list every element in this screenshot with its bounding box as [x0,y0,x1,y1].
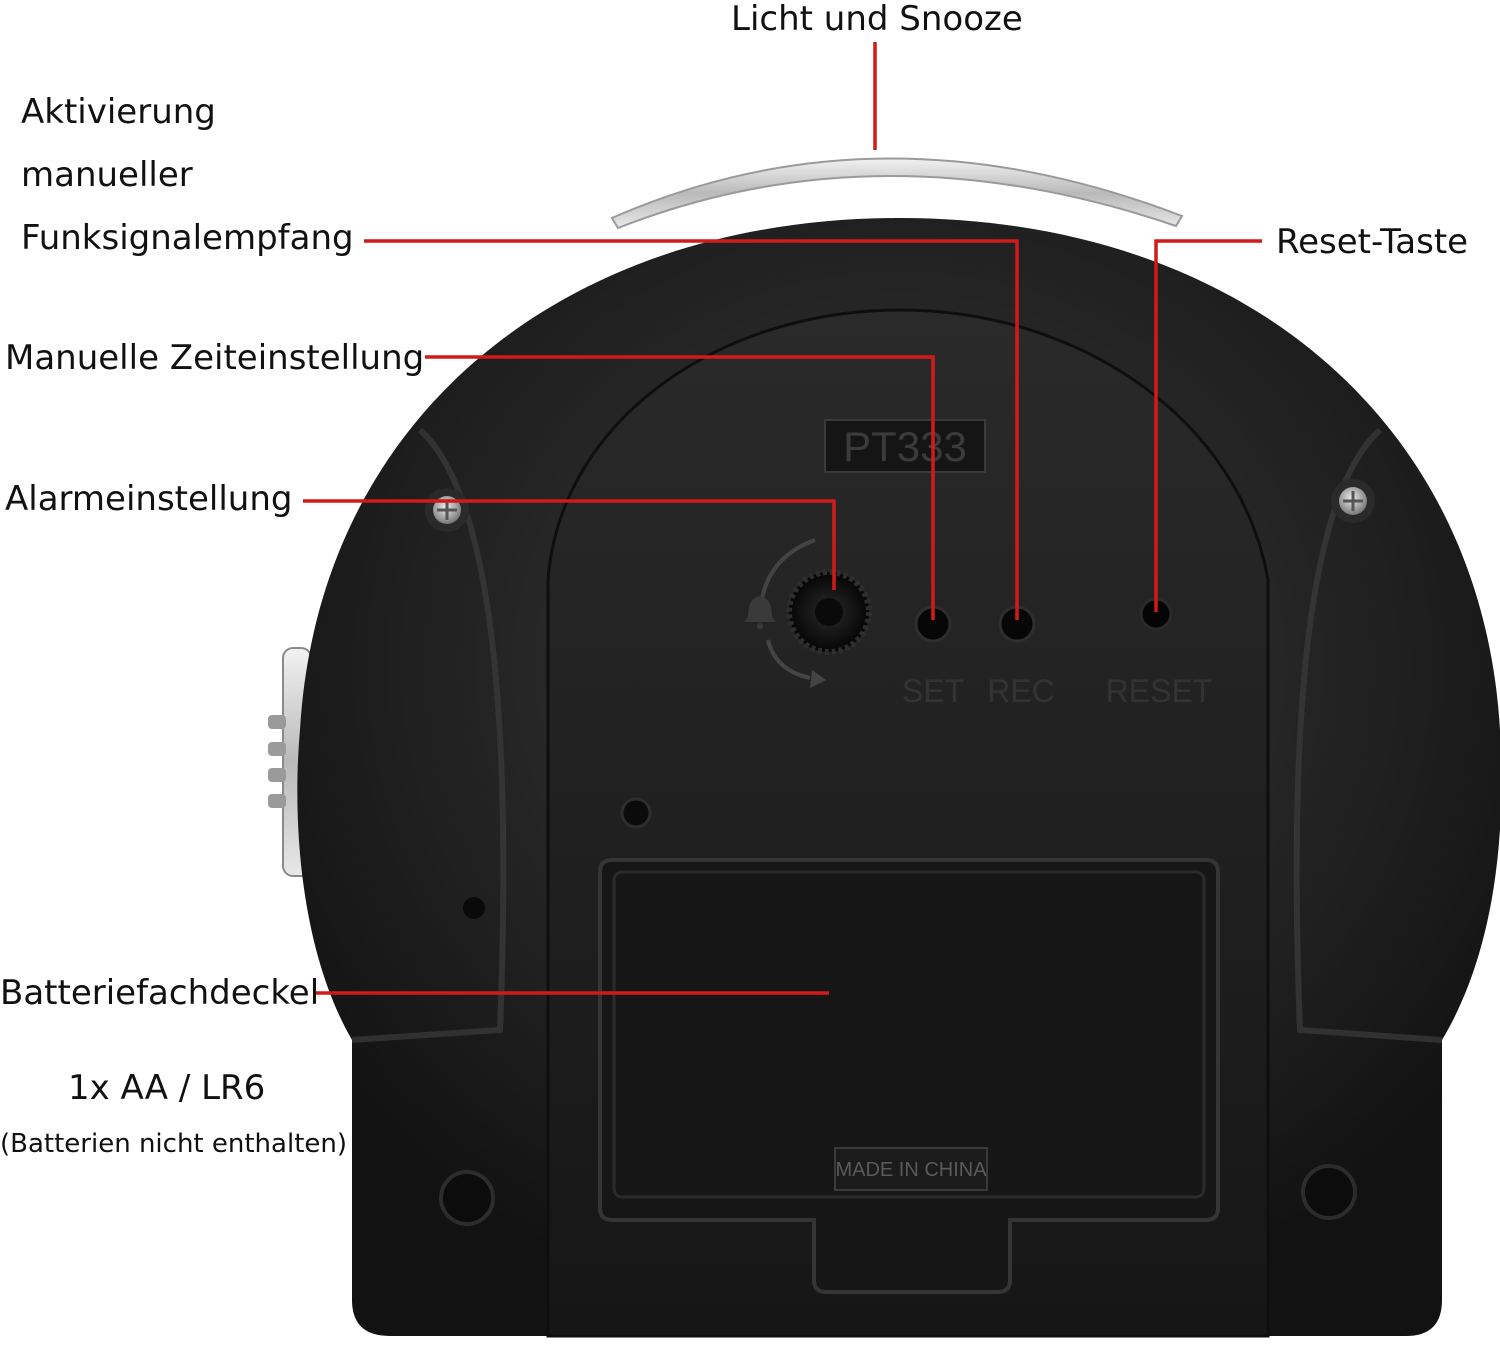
label-reset-key: Reset-Taste [1276,222,1469,262]
label-radio-activation-3: Funksignalempfang [21,218,354,258]
reset-text: RESET [1106,673,1213,709]
label-battery-note: (Batterien nicht enthalten) [0,1129,348,1159]
label-light-snooze: Licht und Snooze [731,0,1023,39]
line-radio [364,239,1019,620]
label-radio-activation-1: Aktivierung [21,92,216,132]
foot-screw-left [439,1170,495,1226]
line-alarm [303,499,836,590]
screw-left [425,488,469,532]
model-plate [824,419,986,473]
label-manual-time: Manuelle Zeiteinstellung [5,338,425,378]
screw-right [1331,479,1375,523]
hole-side [463,897,485,919]
snooze-bar[interactable] [610,157,1184,230]
line-time [425,355,935,620]
origin-text: MADE IN CHINA [835,1159,987,1181]
label-battery-type: 1x AA / LR6 [68,1068,266,1108]
model-text: PT333 [843,423,967,470]
callout-lines [303,42,1262,995]
set-text: SET [902,673,964,709]
hole-panel [620,797,652,829]
foot-screw-right [1301,1164,1357,1220]
bell-icon [744,596,776,629]
origin-plate [834,1147,988,1191]
rec-text: REC [987,673,1055,709]
battery-cover[interactable] [598,858,1220,1294]
line-reset [1154,239,1262,612]
label-battery-cover: Batteriefachdeckel [0,973,320,1013]
label-radio-activation-2: manueller [21,155,193,195]
label-alarm-setting: Alarmeinstellung [5,479,293,519]
